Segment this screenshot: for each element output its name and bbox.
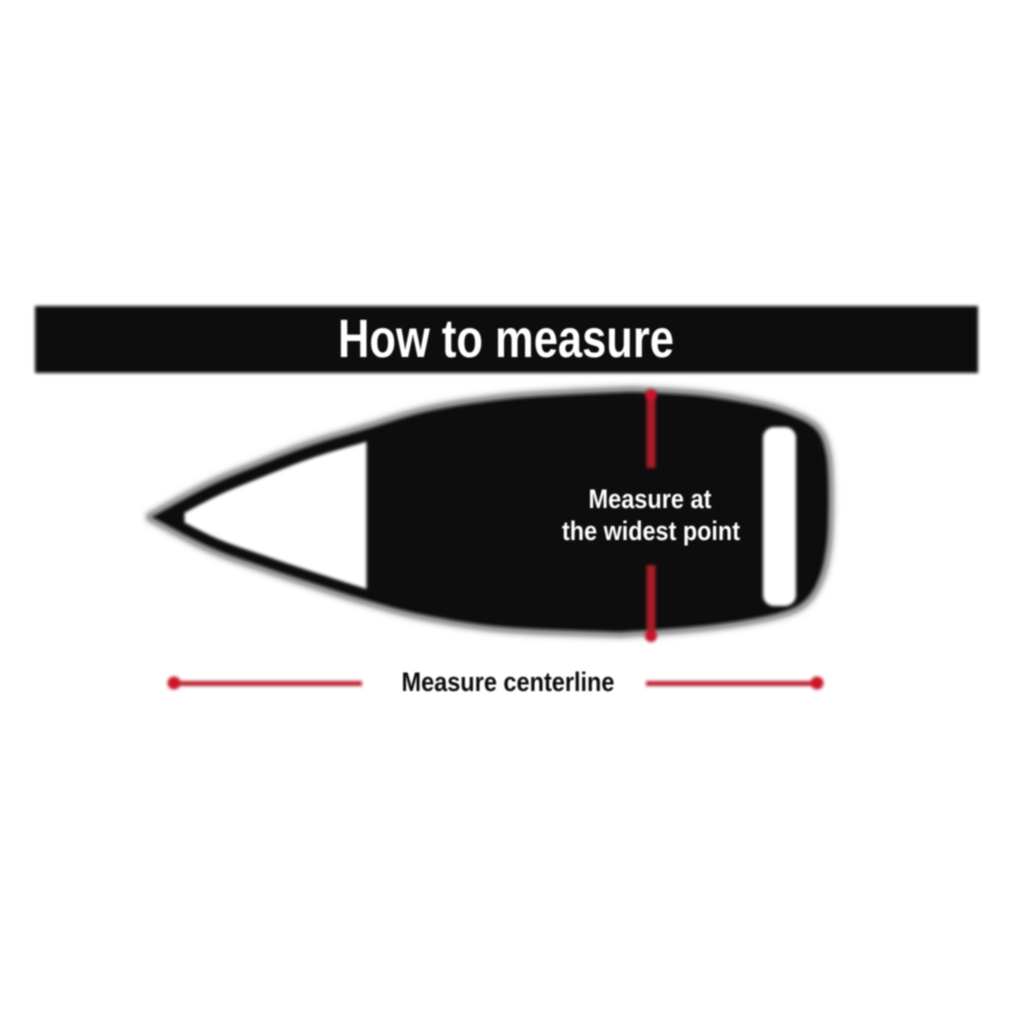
svg-text:How to measure: How to measure (338, 309, 674, 369)
svg-text:Measure at: Measure at (589, 484, 712, 514)
svg-text:Measure centerline: Measure centerline (402, 667, 615, 697)
svg-text:the widest point: the widest point (562, 516, 740, 546)
